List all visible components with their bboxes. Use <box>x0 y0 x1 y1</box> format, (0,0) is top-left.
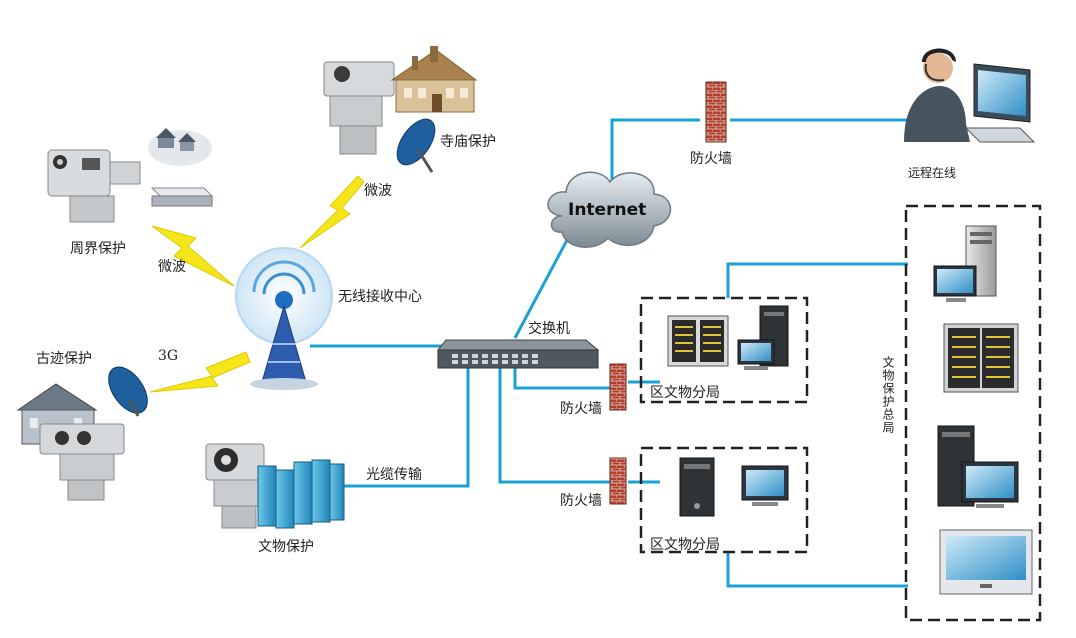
firewall-low-icon <box>609 457 627 505</box>
hq-display-wall-icon <box>939 529 1033 595</box>
internet-cloud-icon <box>547 171 672 248</box>
links <box>310 118 910 588</box>
link-bureau1-hq <box>726 262 908 298</box>
remote-operator <box>904 48 1036 143</box>
bolt-perimeter-icon <box>151 225 235 287</box>
ptz-camera-icon <box>47 149 141 223</box>
label-fiber: 光缆传输 <box>366 467 422 483</box>
hq-workstation-icon <box>937 425 1019 508</box>
operator-person-icon <box>904 48 970 142</box>
hq-monitor-icon <box>933 265 977 302</box>
firewall-mid-icon <box>609 363 627 411</box>
firewall-top-icon <box>705 81 727 143</box>
dish-antenna-icon <box>396 118 436 173</box>
ptz-camera-icon <box>323 61 395 155</box>
hq-server-rack-icon <box>943 323 1019 393</box>
label-3g: 3G <box>158 348 179 364</box>
link-switch-internet <box>513 224 577 339</box>
label-wireless-center: 无线接收中心 <box>338 289 422 305</box>
perimeter-site <box>47 128 214 223</box>
label-internet: Internet <box>568 200 647 220</box>
district-bureau-1-box <box>639 296 809 404</box>
relic-site <box>205 443 345 529</box>
label-hq: 文物保护总局 <box>881 356 895 434</box>
bolt-3g-icon <box>149 351 251 393</box>
cabinets-icon <box>257 459 345 529</box>
label-heritage-site: 古迹保护 <box>36 351 92 367</box>
nvr-box-icon <box>150 187 214 207</box>
firewalls <box>609 81 727 505</box>
dish-antenna-icon <box>108 366 148 417</box>
wireless-center-icon <box>235 247 333 390</box>
label-remote-online: 远程在线 <box>908 166 957 180</box>
server-rack-icon <box>667 315 729 367</box>
ptz-camera-icon <box>205 443 265 529</box>
monitor-icon <box>741 465 789 506</box>
label-temple: 寺庙保护 <box>440 134 496 150</box>
label-firewall-low: 防火墙 <box>560 493 602 509</box>
label-district-bureau-1: 区文物分局 <box>650 385 720 401</box>
monitor-icon <box>737 339 775 370</box>
link-switch-firewall-mid <box>513 368 612 390</box>
link-internet-firewall <box>610 118 700 188</box>
label-microwave-left: 微波 <box>158 259 186 275</box>
bolt-temple-icon <box>299 175 365 249</box>
label-firewall-top: 防火墙 <box>690 151 732 167</box>
temple-house-icon <box>390 46 478 113</box>
house-small-icon <box>156 128 196 151</box>
heritage-site <box>16 366 148 501</box>
link-switch-relic <box>340 368 470 488</box>
temple-site <box>323 46 478 173</box>
ptz-camera-icon <box>39 423 125 501</box>
network-switch-icon <box>436 339 600 369</box>
workstation-monitor-icon <box>964 63 1036 143</box>
hq-box <box>904 204 1042 622</box>
label-microwave-top: 微波 <box>364 183 392 199</box>
pc-tower-icon <box>679 457 715 517</box>
label-perimeter: 周界保护 <box>70 241 126 257</box>
link-switch-firewall-low <box>498 368 612 484</box>
label-district-bureau-2: 区文物分局 <box>650 537 720 553</box>
district-bureau-2-box <box>639 446 809 554</box>
wireless-bolts <box>149 175 365 393</box>
label-switch: 交换机 <box>528 321 570 337</box>
label-firewall-mid: 防火墙 <box>560 401 602 417</box>
label-relic-protection: 文物保护 <box>258 539 314 555</box>
link-bureau2-hq <box>726 552 908 588</box>
